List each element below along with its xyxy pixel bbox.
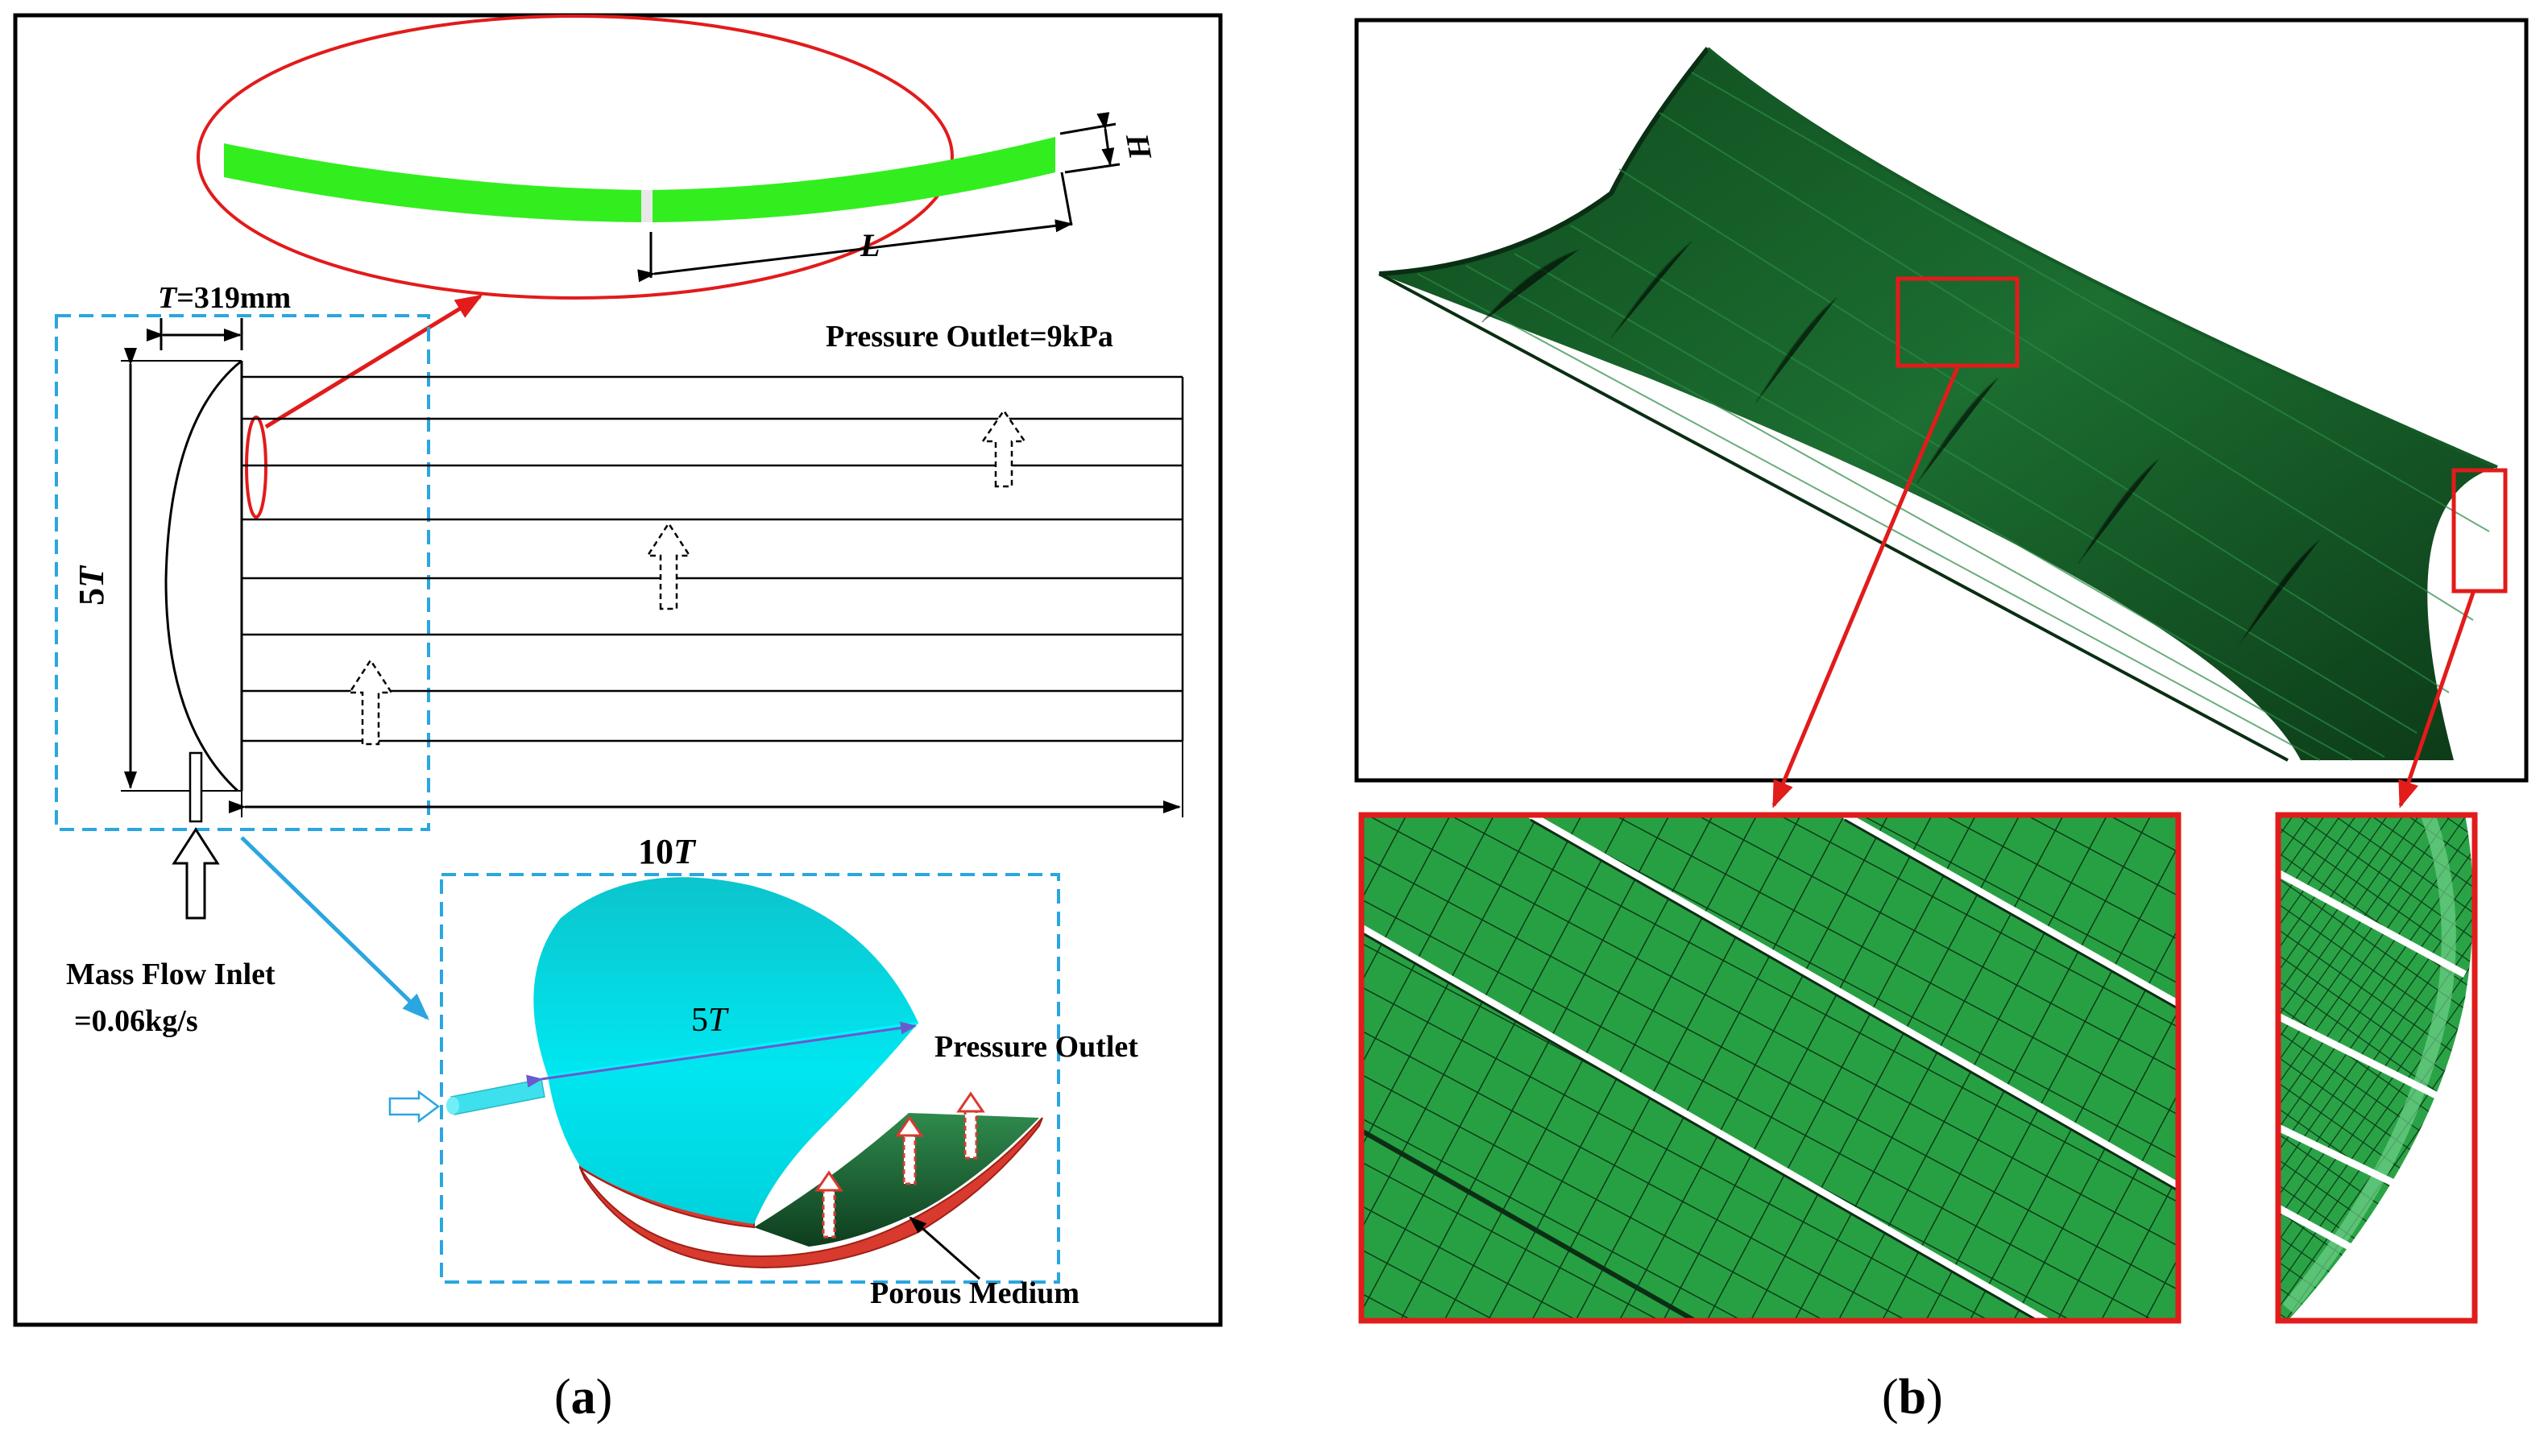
zoom-arrow-1 bbox=[1771, 366, 1960, 809]
model-box bbox=[440, 873, 1060, 1284]
trough-zoom-box-2 bbox=[2451, 468, 2508, 594]
model-5T-arrow bbox=[526, 1021, 917, 1088]
outflow-arrows bbox=[814, 1091, 985, 1239]
outflow-arrow bbox=[895, 1115, 924, 1185]
blade-gap bbox=[641, 190, 653, 222]
blade-highlight bbox=[245, 416, 267, 519]
collector-3d-model: 5T Pressure Outlet Porous Medium bbox=[388, 877, 1138, 1310]
blade-gap-line bbox=[2278, 870, 2467, 978]
blade-segment-left bbox=[224, 143, 641, 222]
dim-L-arrow bbox=[637, 219, 1073, 283]
side-view-box bbox=[55, 314, 430, 831]
flow-arrow-2 bbox=[645, 521, 692, 610]
trough-mesh bbox=[1378, 47, 2508, 762]
height-label: 5T bbox=[72, 565, 111, 606]
inlet-arrow bbox=[172, 827, 220, 920]
inlet-pipe bbox=[189, 751, 203, 823]
blade-gap-line bbox=[2278, 1123, 2407, 1193]
blade-gap-line bbox=[2278, 1012, 2451, 1106]
panel-a: H L T=319mm 5T bbox=[13, 13, 1223, 1327]
mass-flow-label-1: Mass Flow Inlet bbox=[66, 958, 276, 991]
zoom-pointer-arrow bbox=[264, 294, 483, 429]
label-L: L bbox=[860, 227, 880, 263]
outflow-arrow bbox=[814, 1170, 843, 1239]
pressure-outlet-label: Pressure Outlet=9kPa bbox=[826, 320, 1113, 354]
model-5T-label: 5T bbox=[691, 1002, 729, 1039]
mesh-zoom-1 bbox=[1358, 812, 2181, 1324]
zoom-callout: H L bbox=[197, 14, 1159, 300]
shell-red bbox=[579, 1117, 1043, 1269]
blade-gap-line bbox=[1842, 815, 2178, 1008]
mass-flow-label-2: =0.06kg/s bbox=[74, 1004, 198, 1038]
model-porous-medium-label: Porous Medium bbox=[870, 1276, 1079, 1310]
zoom-arrow-2 bbox=[2398, 592, 2476, 809]
model-pressure-outlet-label: Pressure Outlet bbox=[934, 1030, 1138, 1064]
porous-pointer-arrow bbox=[909, 1216, 980, 1280]
flow-arrow-1 bbox=[980, 408, 1027, 488]
blade-gap-line bbox=[1361, 924, 2049, 1321]
blade-gap-line bbox=[1528, 815, 2178, 1190]
caption-b: (b) bbox=[1882, 1370, 1943, 1425]
flow-arrow-3 bbox=[347, 658, 394, 746]
collector-profile bbox=[164, 359, 242, 792]
caption-a: (a) bbox=[554, 1370, 613, 1425]
model-inlet-arrow bbox=[388, 1090, 441, 1123]
model-pointer-arrow bbox=[240, 836, 429, 1020]
dim-H-arrow bbox=[1096, 112, 1115, 166]
blade-gap-line bbox=[2278, 1205, 2355, 1251]
outflow-arrow bbox=[956, 1091, 985, 1160]
length-label: 10T bbox=[638, 832, 697, 871]
panel-b bbox=[1354, 18, 2529, 1324]
domain-lines bbox=[242, 375, 1184, 742]
blade-segment-right bbox=[653, 137, 1055, 222]
mesh-zoom-2 bbox=[2275, 812, 2478, 1324]
thickness-label: T=319mm bbox=[158, 281, 291, 315]
trough-zoom-box-1 bbox=[1896, 276, 2020, 368]
